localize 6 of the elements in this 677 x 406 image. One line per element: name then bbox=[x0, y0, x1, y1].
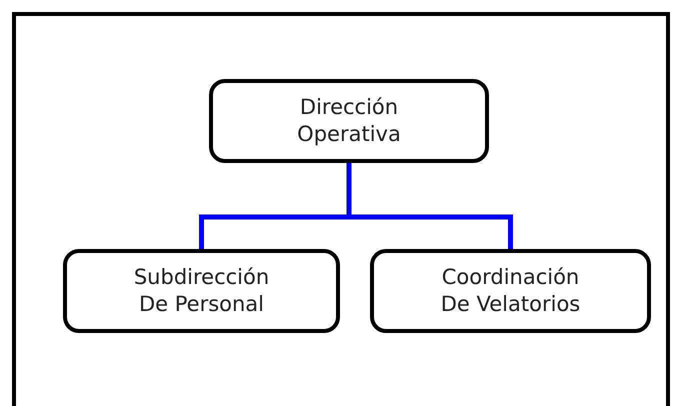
org-box bbox=[63, 249, 340, 333]
org-box bbox=[370, 249, 651, 333]
box-label: Dirección Operativa bbox=[296, 94, 402, 148]
org-box bbox=[209, 79, 489, 163]
box-label: Coordinación De Velatorios bbox=[440, 264, 582, 318]
box-label: Subdirección De Personal bbox=[132, 264, 270, 318]
